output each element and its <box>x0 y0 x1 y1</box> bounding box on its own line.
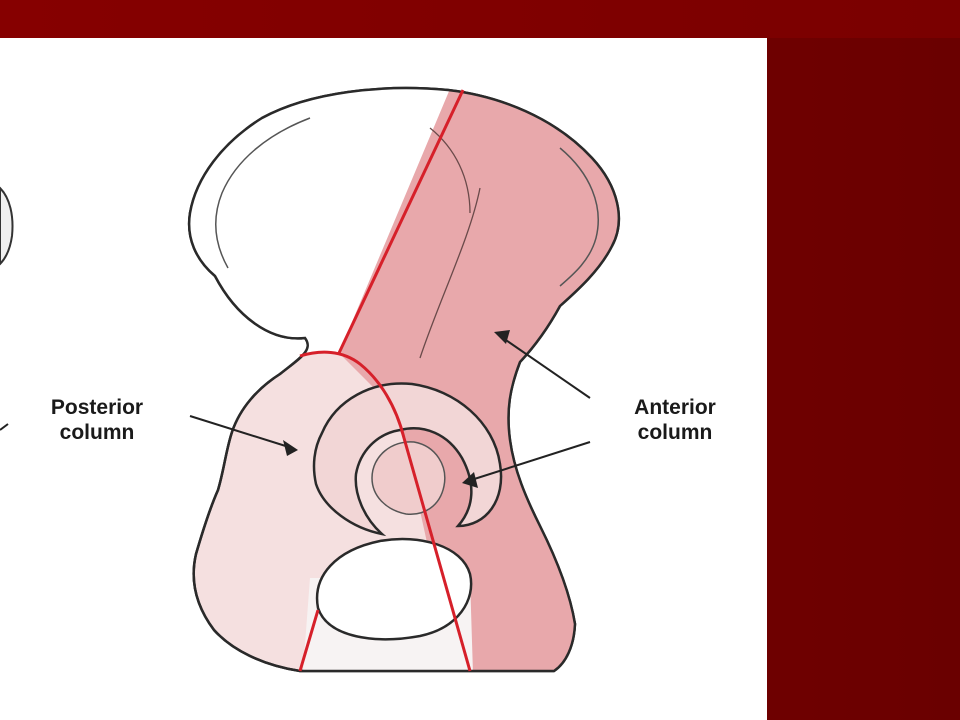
anterior-arrow-upper <box>494 330 591 399</box>
iliac-crest-detail <box>215 117 311 269</box>
top-band <box>0 0 960 38</box>
posterior-label-line1: Posterior <box>50 396 144 419</box>
column-divider-superior <box>337 89 465 354</box>
left-edge-tick <box>0 423 9 431</box>
acetabular-fossa <box>371 441 446 515</box>
obturator-foramen <box>315 537 473 641</box>
illustration-panel: Posterior column Anterior column <box>0 38 767 720</box>
anterior-label-line1: Anterior <box>634 396 716 419</box>
pelvic-bone-diagram <box>0 86 620 673</box>
posterior-label-line2: column <box>59 421 135 444</box>
anterior-arrow-lower <box>462 441 591 488</box>
anterior-column-label: Anterior column <box>600 395 750 445</box>
posterior-column-label: Posterior column <box>22 395 172 445</box>
column-divider-acetabular <box>299 350 472 672</box>
adjacent-bone-edge <box>0 186 14 266</box>
anterior-label-line2: column <box>637 421 713 444</box>
column-divider-inferior <box>298 609 320 672</box>
posterior-arrow <box>189 415 298 456</box>
acetabulum-rim <box>312 382 503 537</box>
